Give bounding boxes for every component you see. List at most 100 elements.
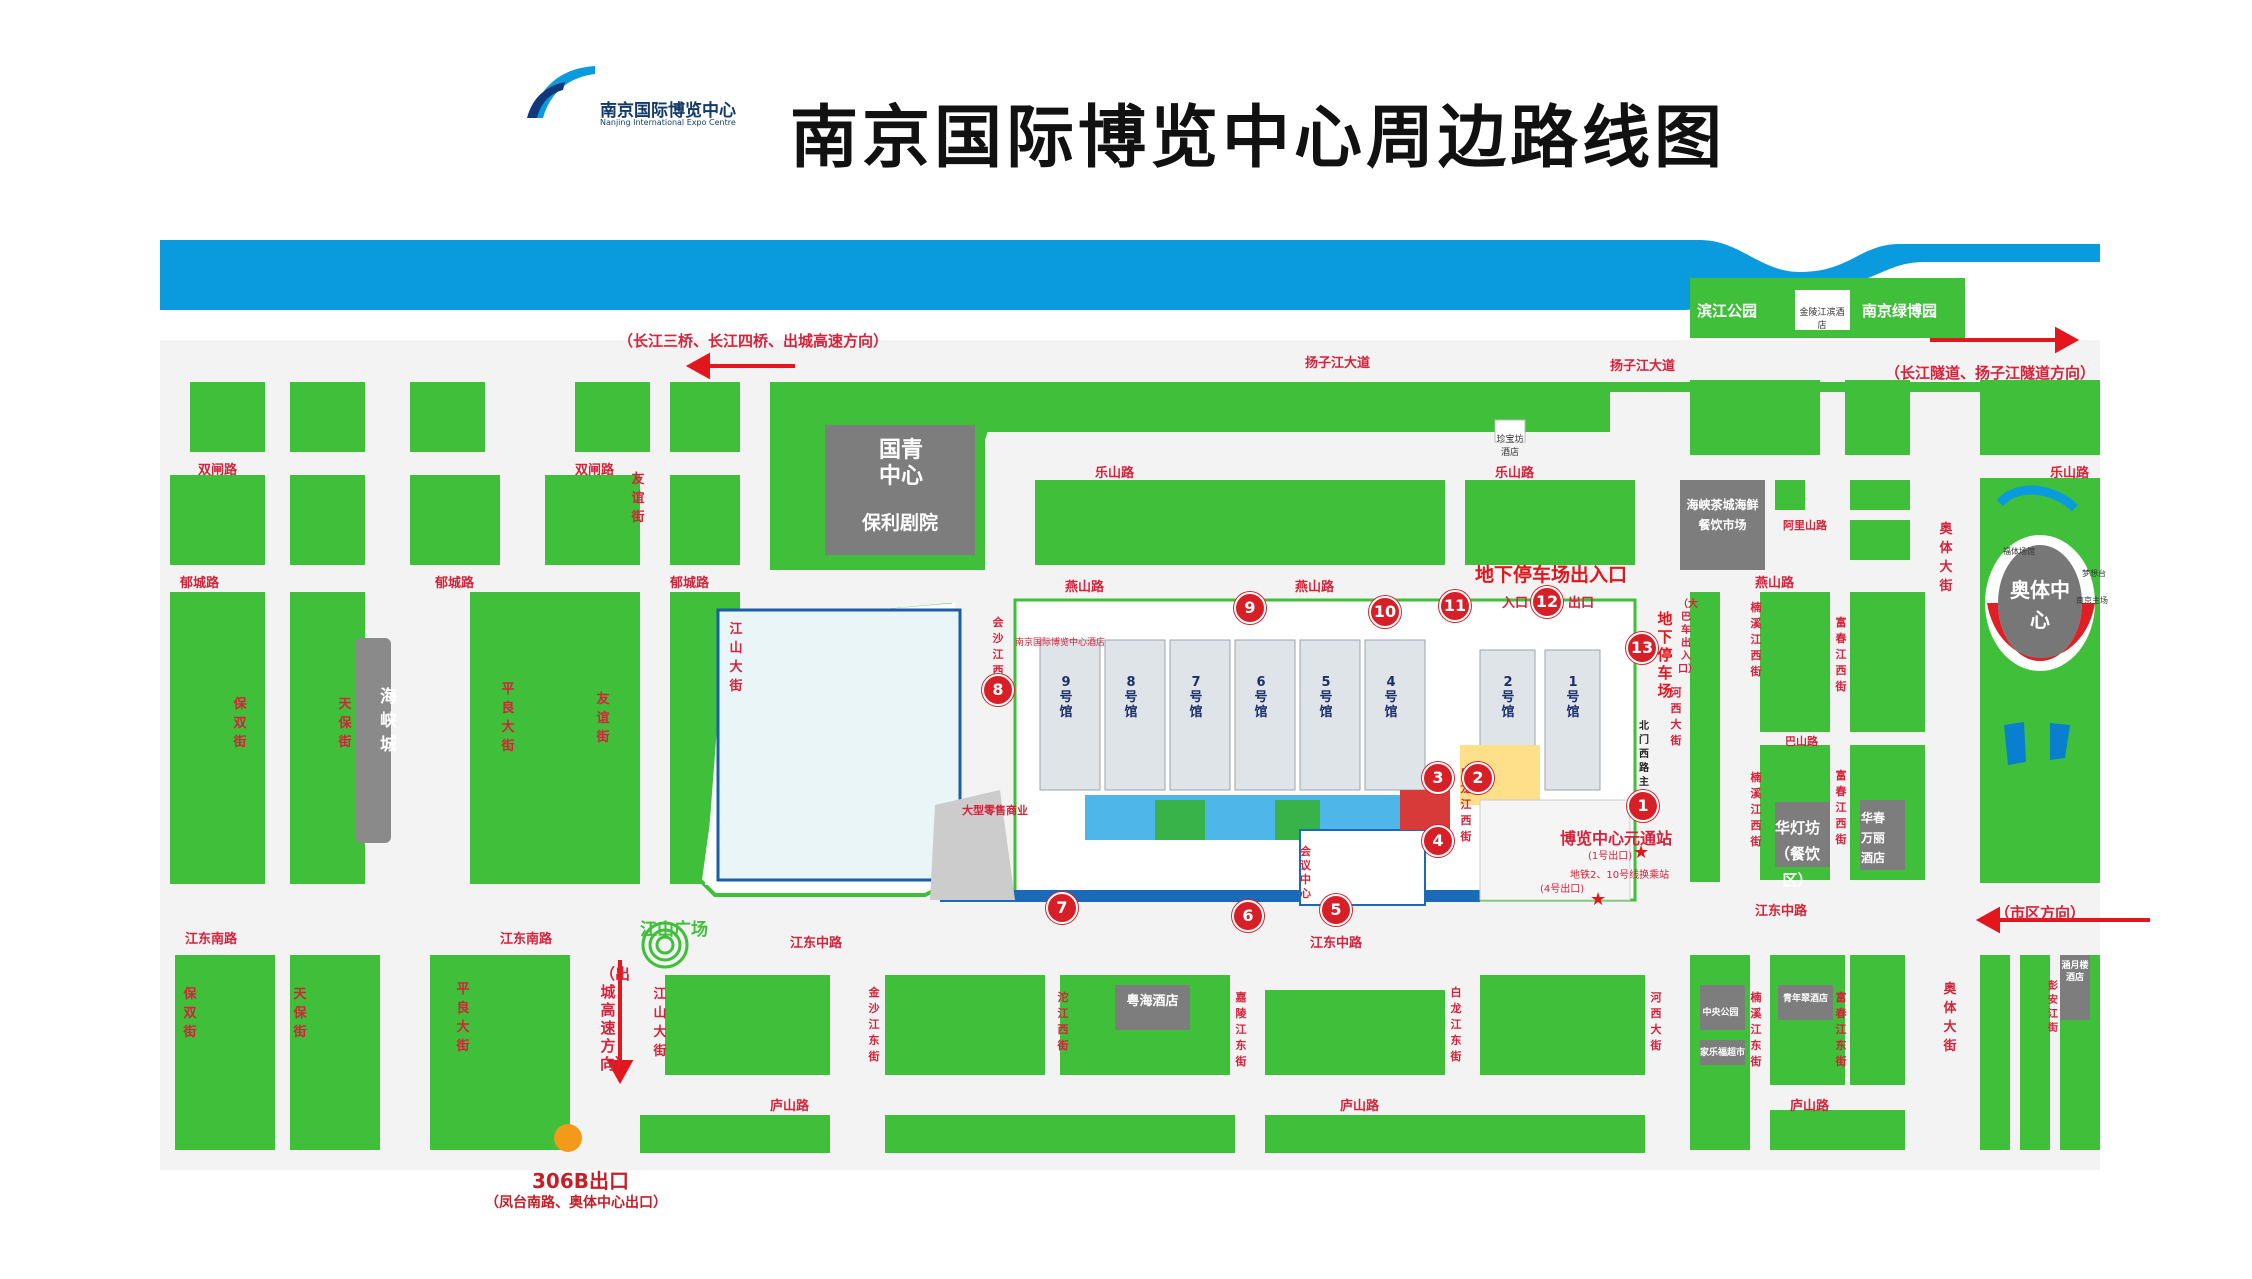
place-metro-note: (1号出口): [1588, 851, 1633, 862]
gate-marker-13[interactable]: 13: [1626, 632, 1658, 664]
olympic-venue: 梦想台: [2082, 569, 2106, 578]
direction-east: （长江隧道、扬子江隧道方向）: [1885, 364, 2096, 382]
gate-marker-2[interactable]: 2: [1462, 762, 1494, 794]
place-lvbo: 南京绿博园: [1862, 302, 1938, 320]
place-metro-note: (4号出口): [1540, 884, 1585, 895]
hall-label: 7号馆: [1189, 675, 1203, 720]
road-label: 燕山路: [1065, 580, 1105, 595]
road-label: 友谊街: [631, 472, 645, 525]
svg-text:★: ★: [1633, 842, 1649, 863]
road-label: 沱江西街: [1057, 991, 1069, 1052]
gate-marker-4[interactable]: 4: [1422, 825, 1454, 857]
place-jiale: 家乐福超市: [1699, 1048, 1745, 1058]
gate-marker-10[interactable]: 10: [1369, 596, 1401, 628]
svg-text:★: ★: [1590, 889, 1606, 910]
road-label: 平良大街: [456, 982, 470, 1054]
logo-arc-icon: [527, 66, 595, 118]
expo-logo: 南京国际博览中心 Nanjing International Expo Cent…: [525, 60, 745, 130]
place-zhenbao: 珍宝坊酒店: [1496, 435, 1524, 458]
gate-marker-6[interactable]: 6: [1232, 900, 1264, 932]
place-huachun: 华春万丽酒店: [1860, 811, 1885, 865]
place-haixia: 海峡城: [380, 687, 397, 755]
place-poly: 保利剧院: [861, 512, 938, 534]
gate-marker-11[interactable]: 11: [1439, 590, 1471, 622]
road-label: 保双街: [183, 987, 197, 1040]
road-label: 彭安江街: [2048, 981, 2058, 1034]
place-metro-note: 地铁2、10号线换乘站: [1570, 870, 1670, 881]
yangtze-river: [160, 240, 2100, 310]
road-label: 燕山路: [1755, 576, 1795, 591]
road-label: 庐山路: [770, 1099, 810, 1114]
place-yuehai: 粤海酒店: [1126, 994, 1179, 1009]
road-label: 郁城路: [180, 576, 220, 591]
road-label: 扬子江大道: [1610, 359, 1676, 374]
road-label: 富春江西街: [1835, 616, 1847, 693]
page-title: 南京国际博览中心周边路线图: [790, 99, 1727, 178]
gate-marker-1[interactable]: 1: [1627, 790, 1659, 822]
road-label: 庐山路: [1790, 1099, 1830, 1114]
road-label: 阿里山路: [1783, 519, 1827, 532]
gate-marker-5[interactable]: 5: [1320, 894, 1352, 926]
road-label: 江东南路: [185, 932, 238, 947]
road-label: 奥体大街: [1939, 522, 1953, 594]
logo-text-cn: 南京国际博览中心: [600, 101, 736, 121]
road-label: 楠溪江东街: [1750, 991, 1762, 1068]
road-label: 河西大街: [1670, 686, 1682, 747]
place-conference: 会议中心: [1300, 845, 1311, 900]
olympic-venue: 福体场馆: [2003, 547, 2035, 556]
direction-city: （市区方向）: [1995, 904, 2086, 922]
road-label: 江东南路: [500, 932, 553, 947]
place-haixia-tea: 海峡茶城海鲜餐饮市场: [1686, 498, 1759, 532]
road-label: 河西大街: [1650, 991, 1662, 1052]
parking-exit-label: （大巴车出入口）: [1678, 599, 1698, 675]
direction-west: （长江三桥、长江四桥、出城高速方向）: [618, 332, 889, 350]
exit-306b: 306B出口: [532, 1169, 629, 1193]
hall-label: 4号馆: [1384, 675, 1398, 720]
jiangshan-square-icon: [641, 921, 689, 969]
gate-marker-8[interactable]: 8: [982, 674, 1014, 706]
road-label: 乐山路: [1495, 466, 1535, 481]
logo-text-en: Nanjing International Expo Centre: [600, 118, 736, 127]
road-label: 楠溪江西街: [1750, 601, 1762, 678]
road-label: 金沙江东街: [868, 986, 880, 1063]
hall-label: 6号馆: [1254, 675, 1268, 720]
gate-marker-9[interactable]: 9: [1234, 592, 1266, 624]
gate-marker-7[interactable]: 7: [1046, 892, 1078, 924]
place-jinling: 金陵江滨酒店: [1799, 308, 1845, 331]
road-label: 江山大街: [653, 987, 667, 1059]
place-retail: 大型零售商业: [962, 804, 1028, 817]
road-label: 天保街: [338, 697, 352, 750]
gate-marker-12[interactable]: 12: [1531, 586, 1563, 618]
road-label: 平良大街: [501, 682, 515, 754]
place-hotel: 青年翠酒店: [1782, 994, 1828, 1004]
place-central-park: 中央公园: [1702, 1008, 1739, 1018]
road-label: 双闸路: [575, 463, 615, 478]
hall-label: 8号馆: [1124, 675, 1138, 720]
road-label: 郁城路: [670, 576, 710, 591]
road-label: 富春江西街: [1835, 769, 1847, 846]
gate-marker-3[interactable]: 3: [1422, 762, 1454, 794]
olympic-venue: 南京主场: [2076, 596, 2108, 605]
underground-parking-entrance: 地下停车场出入口: [1475, 564, 1628, 586]
green-blocks-left: [170, 382, 830, 1153]
hall-label: 1号馆: [1566, 675, 1580, 720]
road-label: 庐山路: [1340, 1099, 1380, 1114]
hotel-note: 南京国际博览中心酒店: [1015, 638, 1106, 648]
road-label: 扬子江大道: [1305, 356, 1371, 371]
place-huadengfang: 华灯坊（餐饮区）: [1774, 819, 1820, 889]
road-label: 江东中路: [1755, 904, 1808, 919]
road-label: 乐山路: [2050, 466, 2090, 481]
road-label: 江山大街: [729, 622, 743, 694]
hall-label: 2号馆: [1501, 675, 1515, 720]
road-label: 江东中路: [790, 936, 843, 951]
road-label: 富春江东街: [1835, 991, 1847, 1068]
exit-label: 出口: [1568, 596, 1595, 611]
road-label: 嘉陵江东街: [1235, 991, 1247, 1068]
place-metro-station: 博览中心元通站: [1560, 829, 1673, 848]
place-jiangshan-square: 江山广场: [640, 920, 708, 940]
road-label: 江东中路: [1310, 936, 1363, 951]
direction-outbound: （出城高速方向）: [600, 965, 631, 1073]
road-label: 白龙江东街: [1450, 986, 1462, 1063]
hall-label: 9号馆: [1059, 675, 1073, 720]
